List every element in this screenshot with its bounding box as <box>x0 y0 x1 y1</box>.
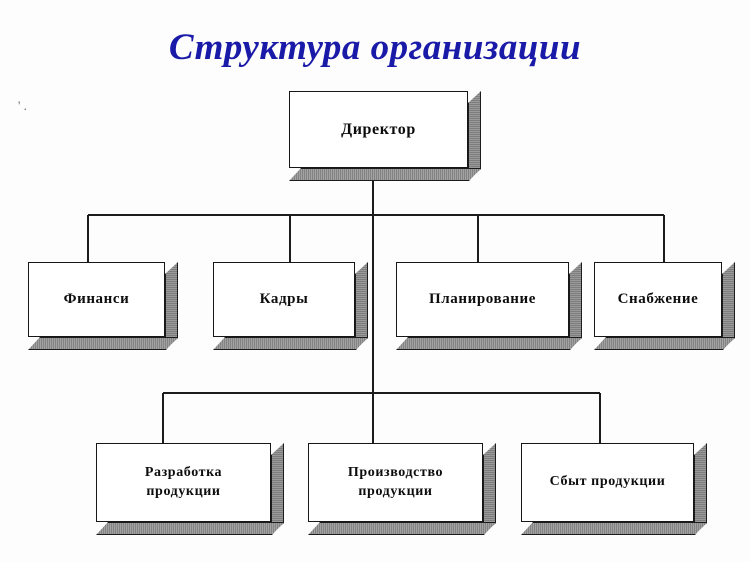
box-right-face <box>722 262 735 350</box>
box-right-face <box>355 262 368 350</box>
box-right-face <box>483 443 496 535</box>
node-supply[interactable]: Снабжение <box>594 262 735 350</box>
box-front-face: Кадры <box>213 262 355 337</box>
node-label: Сбыт продукции <box>549 474 666 490</box>
box-bottom-face <box>96 522 284 535</box>
box-bottom-face <box>308 522 496 535</box>
box-front-face: Снабжение <box>594 262 722 337</box>
box-bottom-face <box>594 337 735 350</box>
node-human-resources[interactable]: Кадры <box>213 262 368 350</box>
node-sales[interactable]: Сбыт продукции <box>521 443 707 535</box>
box-bottom-face <box>213 337 368 350</box>
box-front-face: Сбыт продукции <box>521 443 694 522</box>
box-bottom-face <box>396 337 582 350</box>
box-right-face <box>271 443 284 535</box>
box-front-face: Разработка продукции <box>96 443 271 522</box>
box-right-face <box>165 262 178 350</box>
scan-artifact-mark: ' . <box>18 98 27 113</box>
box-front-face: Планирование <box>396 262 569 337</box>
node-label: Снабжение <box>617 291 699 308</box>
node-production[interactable]: Производство продукции <box>308 443 496 535</box>
box-right-face <box>569 262 582 350</box>
node-product-development[interactable]: Разработка продукции <box>96 443 284 535</box>
node-label: Планирование <box>428 291 537 308</box>
node-label: Кадры <box>259 291 309 308</box>
box-front-face: Производство продукции <box>308 443 483 522</box>
box-right-face <box>694 443 707 535</box>
page-title: Структура организации <box>168 27 582 68</box>
node-finance[interactable]: Финанси <box>28 262 178 350</box>
node-label: Разработка продукции <box>144 464 223 499</box>
node-label: Финанси <box>63 291 130 308</box>
node-director[interactable]: Директор <box>289 91 481 181</box>
box-bottom-face <box>521 522 707 535</box>
node-planning[interactable]: Планирование <box>396 262 582 350</box>
box-front-face: Директор <box>289 91 468 168</box>
box-right-face <box>468 91 481 181</box>
box-bottom-face <box>289 168 481 181</box>
node-label: Производство продукции <box>347 464 444 499</box>
box-front-face: Финанси <box>28 262 165 337</box>
node-label: Директор <box>341 120 416 138</box>
box-bottom-face <box>28 337 178 350</box>
